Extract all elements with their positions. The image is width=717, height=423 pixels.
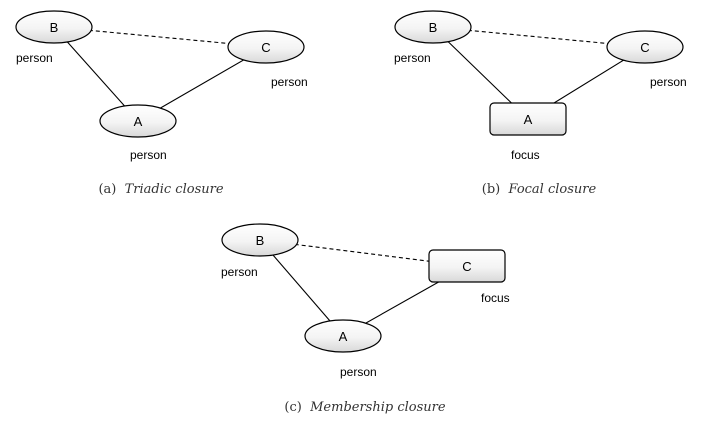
node-c-label: C: [462, 259, 471, 274]
caption-prefix: (b): [482, 182, 509, 197]
node-b-label: B: [429, 20, 438, 35]
node-c-box: [428, 249, 506, 283]
node-b-label: B: [256, 233, 265, 248]
caption-c: (c) Membership closure: [284, 400, 445, 415]
node-b-type-label: person: [16, 51, 53, 65]
node-c-ellipse: [606, 30, 684, 64]
node-c-label: C: [261, 40, 270, 55]
node-b-ellipse: [15, 10, 93, 44]
node-a-ellipse: [304, 319, 382, 353]
caption-b: (b) Focal closure: [482, 182, 597, 197]
node-b-type-label: person: [394, 51, 431, 65]
caption-prefix: (a): [98, 182, 124, 197]
node-a-label: A: [339, 329, 348, 344]
node-a-type-label: person: [130, 148, 167, 162]
node-b-type-label: person: [221, 265, 258, 279]
edge-b-a: [53, 26, 139, 122]
node-a-type-label: focus: [511, 148, 540, 162]
node-a-label: A: [524, 112, 533, 127]
node-c-label: C: [640, 40, 649, 55]
node-b-ellipse: [394, 10, 472, 44]
caption-title: Triadic closure: [125, 182, 224, 197]
node-c-type-label: person: [650, 75, 687, 89]
caption-a: (a) Triadic closure: [98, 182, 223, 197]
node-a-type-label: person: [340, 365, 377, 379]
node-c-ellipse: [227, 30, 305, 64]
node-a-ellipse: [99, 104, 177, 138]
node-a-label: A: [134, 114, 143, 129]
edge-b-a: [259, 239, 344, 337]
caption-title: Membership closure: [309, 400, 446, 415]
caption-prefix: (c): [284, 400, 310, 415]
node-b-ellipse: [221, 223, 299, 257]
node-c-type-label: person: [271, 75, 308, 89]
node-c-type-label: focus: [481, 291, 510, 305]
node-a-box: [489, 102, 567, 136]
caption-title: Focal closure: [508, 182, 597, 197]
node-b-label: B: [50, 20, 59, 35]
